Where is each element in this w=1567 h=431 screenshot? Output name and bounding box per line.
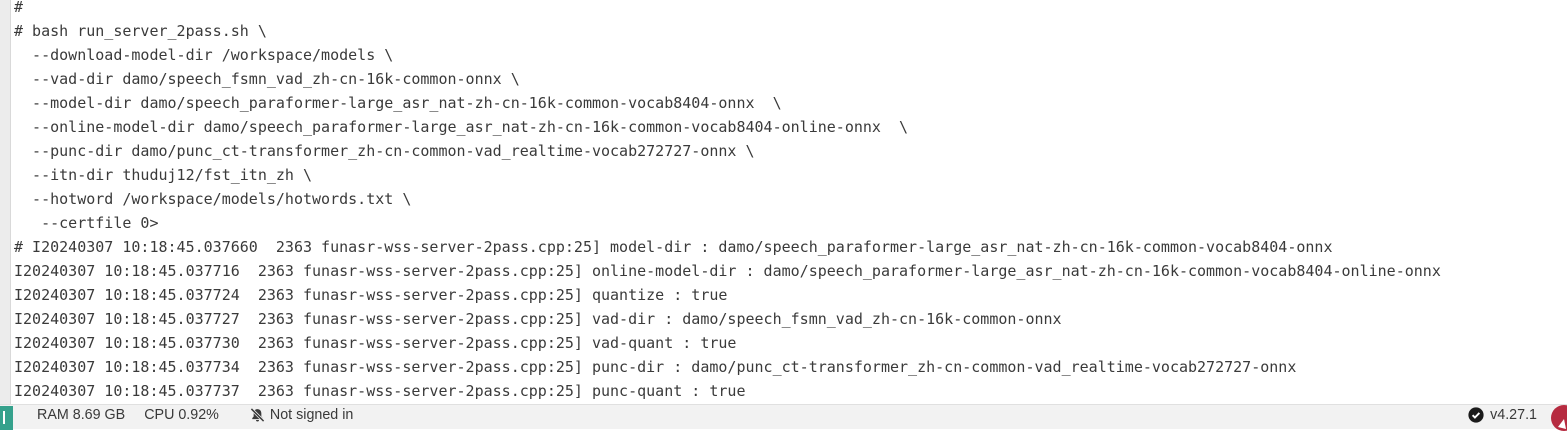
app-logo-icon[interactable] [0, 406, 13, 430]
terminal-line: I20240307 10:18:45.037727 2363 funasr-ws… [14, 310, 1062, 328]
terminal-line: --certfile 0> [14, 214, 159, 232]
left-gutter [0, 0, 11, 405]
terminal-line: --itn-dir thuduj12/fst_itn_zh \ [14, 166, 313, 184]
red-badge-icon[interactable] [1551, 405, 1567, 431]
terminal-line: I20240307 10:18:45.037724 2363 funasr-ws… [14, 286, 728, 304]
version-label[interactable]: v4.27.1 [1490, 407, 1537, 423]
terminal-line: # [14, 0, 24, 16]
terminal-line: --download-model-dir /workspace/models \ [14, 46, 394, 64]
terminal-line: I20240307 10:18:45.037716 2363 funasr-ws… [14, 262, 1441, 280]
ram-usage: RAM 8.69 GB [37, 407, 126, 423]
terminal-line: --punc-dir damo/punc_ct-transformer_zh-c… [14, 142, 755, 160]
cpu-usage: CPU 0.92% [144, 407, 219, 423]
terminal-line: --online-model-dir damo/speech_paraforme… [14, 118, 909, 136]
terminal-line: # I20240307 10:18:45.037660 2363 funasr-… [14, 238, 1333, 256]
terminal-line: --model-dir damo/speech_paraformer-large… [14, 94, 782, 112]
status-bar: RAM 8.69 GB CPU 0.92% Not signed in v4.2… [0, 404, 1567, 431]
terminal-line: --vad-dir damo/speech_fsmn_vad_zh-cn-16k… [14, 70, 520, 88]
signin-status[interactable]: Not signed in [269, 407, 354, 423]
terminal-line: I20240307 10:18:45.037734 2363 funasr-ws… [14, 358, 1297, 376]
terminal-line: I20240307 10:18:45.037730 2363 funasr-ws… [14, 334, 737, 352]
bell-slash-icon[interactable] [250, 407, 265, 423]
check-circle-icon[interactable] [1468, 407, 1484, 423]
terminal-line: # bash run_server_2pass.sh \ [14, 22, 267, 40]
terminal-line: --hotword /workspace/models/hotwords.txt… [14, 190, 412, 208]
terminal-output: # # bash run_server_2pass.sh \ --download… [14, 0, 1567, 403]
terminal-line: I20240307 10:18:45.037737 2363 funasr-ws… [14, 382, 746, 400]
